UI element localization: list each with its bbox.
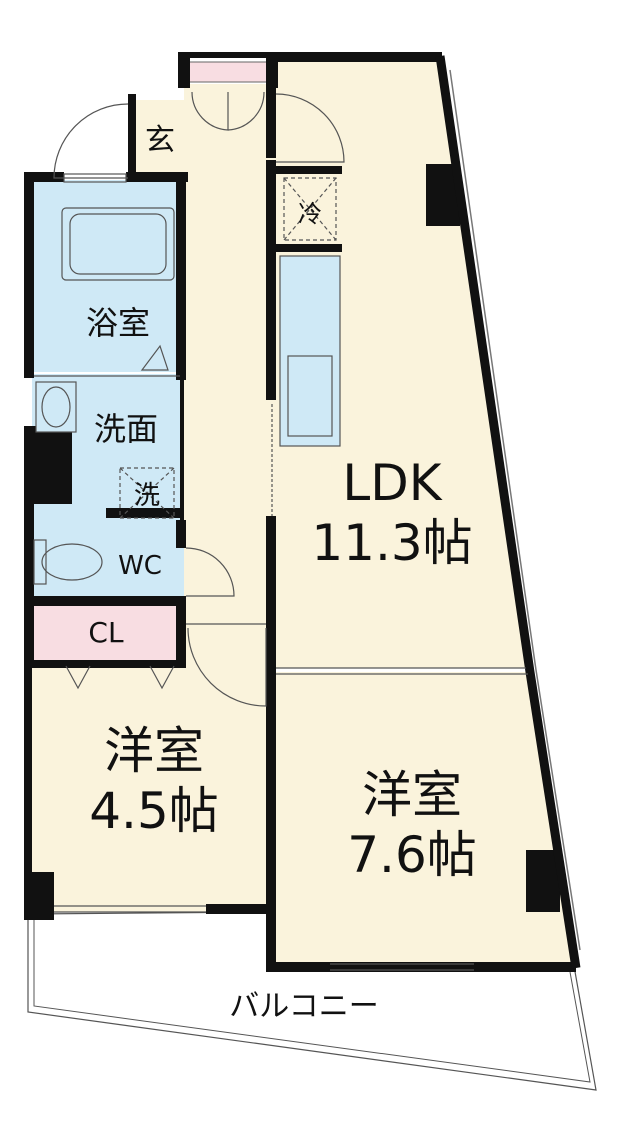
- wall-bath-top: [24, 172, 64, 182]
- wall-wc-right: [176, 520, 186, 548]
- label-western-small-size: 4.5帖: [89, 782, 219, 840]
- balcony-inner-line: [33, 918, 591, 1083]
- walls: [24, 52, 576, 972]
- washer-box: [119, 467, 175, 519]
- partitions: [34, 173, 528, 971]
- closet-door-2: [149, 665, 175, 690]
- bathtub-inner: [69, 213, 167, 275]
- kitchen-sink: [287, 355, 333, 437]
- washer-diag-2: [119, 467, 175, 519]
- wall-wash-wc: [106, 508, 184, 518]
- column-right-bottom: [526, 850, 560, 912]
- wall-left-west: [24, 664, 32, 874]
- hall-door-arc-2: [227, 91, 265, 131]
- label-balcony: バルコニー: [229, 989, 378, 1024]
- wall-west-small-bottom: [206, 904, 276, 914]
- entrance-door-arc: [53, 103, 129, 179]
- toilet-bowl: [41, 543, 103, 581]
- kitchen-counter: [279, 255, 341, 447]
- wall-top-ldk: [272, 52, 442, 62]
- wall-cl-right: [176, 596, 186, 668]
- wall-ldk-left-top: [266, 88, 276, 158]
- wall-west-divider: [266, 624, 276, 972]
- fixtures: [33, 207, 341, 585]
- western-small-floor: [28, 664, 272, 912]
- hall-door-arc-1: [191, 91, 229, 131]
- wall-bath-top-r: [126, 172, 188, 182]
- window-right-diagonal: [449, 69, 581, 951]
- wall-ldk-left-mid: [266, 160, 276, 250]
- wall-top-entrance: [178, 52, 190, 88]
- wall-fridge-top: [272, 166, 342, 174]
- label-bath: 浴室: [86, 304, 150, 342]
- corridor-floor: [184, 84, 272, 624]
- wash-sink: [35, 381, 77, 433]
- wall-fridge-bottom: [272, 244, 342, 252]
- genkan-floor: [136, 100, 184, 172]
- bath-drain-triangle: [140, 344, 169, 371]
- wall-top-left: [178, 52, 272, 58]
- ldk-door-arc: [275, 93, 345, 163]
- wall-left-wc: [24, 504, 34, 668]
- wall-west-large-bottom: [266, 962, 576, 972]
- west-small-door-arc: [187, 627, 267, 707]
- closet-door-1: [65, 665, 91, 690]
- toilet-floor: [32, 514, 184, 600]
- wall-wet-right: [180, 380, 184, 520]
- wall-left-wash: [24, 426, 72, 504]
- label-closet: CL: [88, 616, 124, 649]
- label-toilet: WC: [118, 551, 162, 581]
- label-western-large-size: 7.6帖: [347, 826, 477, 884]
- wall-ldk-left-bot: [266, 516, 276, 624]
- label-western-large: 洋室: [362, 766, 462, 824]
- doors: [53, 91, 345, 707]
- label-genkan: 玄: [145, 123, 175, 158]
- wall-ldk-left-low: [266, 250, 276, 400]
- hall-lower-floor: [184, 624, 272, 668]
- wall-bath-right: [176, 172, 186, 380]
- label-western-small: 洋室: [104, 722, 204, 780]
- wall-cl-bottom: [24, 660, 186, 668]
- bathtub: [61, 207, 175, 281]
- entrance-window: [185, 61, 271, 83]
- wall-left-bath: [24, 172, 34, 378]
- toilet-tank: [33, 539, 47, 585]
- fridge-box: [283, 177, 337, 241]
- western-large-floor: [272, 672, 572, 966]
- label-ldk-size: 11.3帖: [311, 514, 472, 572]
- wall-genkan: [128, 94, 136, 176]
- labels: 玄 浴室 洗面 洗 WC CL 冷 LDK 11.3帖 洋室 4.5帖 洋室 7…: [86, 123, 477, 1024]
- wall-right-diagonal: [435, 55, 581, 969]
- wash-sink-bowl: [41, 386, 71, 428]
- wall-wc-cl: [24, 596, 186, 606]
- label-fridge: 冷: [298, 200, 322, 228]
- wc-door-arc: [185, 547, 235, 597]
- label-ldk: LDK: [342, 454, 442, 512]
- wall-left-corner: [24, 872, 54, 920]
- label-washroom: 洗面: [94, 410, 158, 448]
- closet-floor: [32, 604, 180, 662]
- label-washer: 洗: [134, 481, 160, 511]
